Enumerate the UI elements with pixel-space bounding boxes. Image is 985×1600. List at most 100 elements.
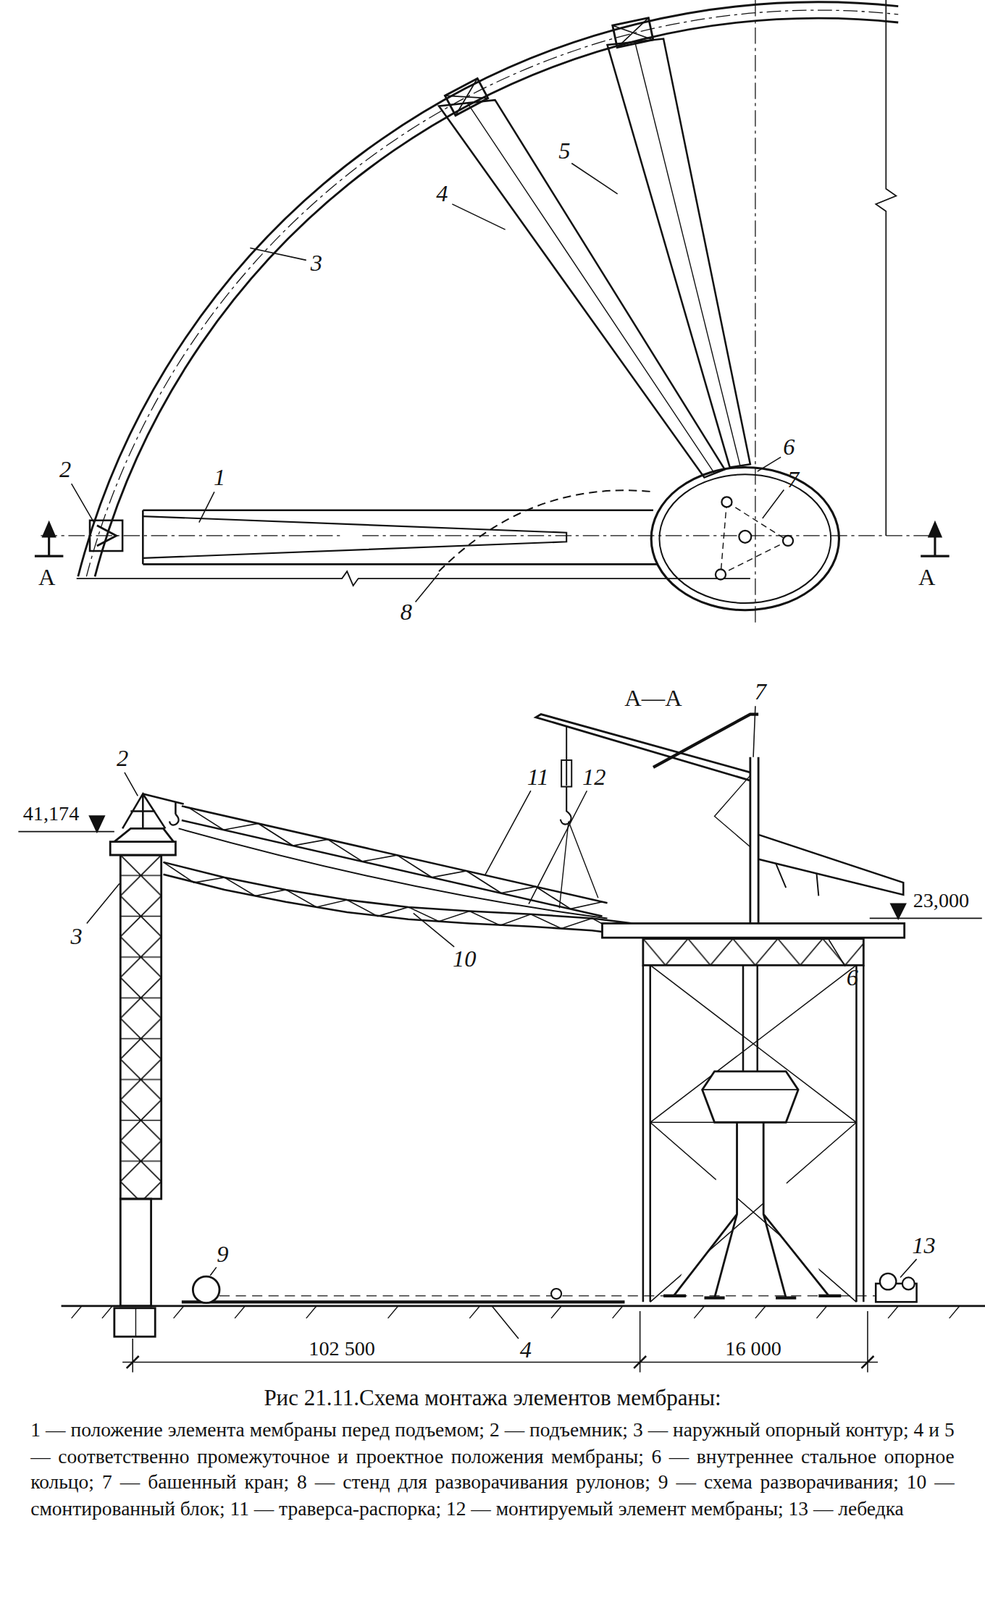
drawing-line bbox=[114, 828, 174, 842]
drawing-line bbox=[715, 569, 726, 580]
drawing-line bbox=[122, 793, 166, 829]
legend-item-text: 8 — стенд для разворачивания рулонов; bbox=[296, 1472, 651, 1495]
figure-explanation: 1 — положение элемента мембраны перед по… bbox=[30, 1417, 954, 1524]
callout-number: 10 bbox=[450, 946, 479, 972]
drawing-line bbox=[135, 1308, 137, 1337]
drawing-line bbox=[18, 831, 114, 833]
drawing-line bbox=[650, 965, 857, 1303]
drawing-line bbox=[635, 42, 741, 466]
dimension-text: A bbox=[36, 564, 58, 591]
drawing-line bbox=[86, 10, 899, 577]
drawing-line bbox=[750, 757, 759, 925]
drawing-line bbox=[775, 863, 819, 896]
drawing-line bbox=[560, 787, 572, 825]
dimension-text: 16 000 bbox=[723, 1336, 784, 1360]
drawing-line bbox=[551, 1289, 562, 1300]
drawing-line bbox=[869, 918, 983, 920]
drawing-line bbox=[120, 855, 161, 1200]
drawing-line bbox=[71, 162, 785, 602]
drawing-line bbox=[673, 1122, 829, 1298]
legend-item-text: 7 — башенный кран; bbox=[102, 1472, 289, 1495]
drawing-line bbox=[120, 1199, 151, 1307]
callout-number: 9 bbox=[214, 1241, 231, 1267]
drawing-line bbox=[928, 522, 941, 538]
callout-number: 2 bbox=[57, 457, 74, 483]
drawing-line bbox=[754, 0, 756, 626]
drawing-line bbox=[438, 490, 654, 572]
figure-caption: Рис 21.11.Схема монтажа элементов мембра… bbox=[30, 1384, 954, 1414]
drawing-line bbox=[181, 1300, 626, 1304]
drawing-line bbox=[89, 520, 123, 552]
drawing-line bbox=[181, 806, 608, 917]
legend-item-text: 3 — наружный опорный контур; bbox=[633, 1419, 909, 1442]
dimension-text: 23,000 bbox=[911, 889, 972, 912]
drawing-line bbox=[438, 99, 725, 478]
drawing-line bbox=[875, 0, 896, 536]
drawing-line bbox=[78, 2, 899, 577]
legend-item-text: 1 — положение элемента мембраны перед по… bbox=[30, 1419, 485, 1442]
callout-number: 11 bbox=[525, 764, 552, 791]
drawing-line bbox=[879, 1273, 897, 1291]
drawing-line bbox=[110, 842, 176, 856]
drawing-line bbox=[535, 714, 751, 782]
drawing-line bbox=[76, 571, 751, 586]
callout-number: 1 bbox=[211, 464, 228, 491]
legend-item-text: 13 — лебедка bbox=[788, 1498, 904, 1521]
drawing-line bbox=[89, 816, 105, 832]
callout-number: 13 bbox=[909, 1233, 938, 1259]
drawing-line bbox=[561, 760, 572, 788]
drawing-line bbox=[890, 904, 906, 920]
callout-number: 4 bbox=[433, 181, 450, 207]
callout-number: 12 bbox=[580, 764, 608, 791]
drawing-line bbox=[721, 496, 732, 507]
drawing-line bbox=[169, 814, 179, 826]
legend-item-text: 2 — подъемник; bbox=[489, 1419, 628, 1442]
drawing-line bbox=[444, 78, 488, 116]
drawing-line bbox=[651, 467, 839, 610]
drawing-line bbox=[162, 862, 623, 936]
drawing-line bbox=[643, 965, 864, 1303]
drawing-line bbox=[61, 1305, 985, 1309]
legend-item-text: 12 — монтируемый элемент мембраны; bbox=[446, 1498, 784, 1521]
drawing-line bbox=[902, 1277, 915, 1290]
callout-number: 2 bbox=[114, 745, 131, 772]
drawing-line bbox=[162, 862, 633, 925]
callout-number: 8 bbox=[398, 599, 415, 626]
drawing-line bbox=[192, 1276, 220, 1304]
callout-number: 7 bbox=[752, 679, 769, 705]
dimension-text: 102 500 bbox=[307, 1336, 378, 1360]
dimension-text: 41,174 bbox=[21, 802, 82, 825]
callout-number: 3 bbox=[308, 250, 325, 276]
callout-number: 4 bbox=[517, 1337, 534, 1364]
drawing-line bbox=[86, 706, 917, 1340]
legend-item-text: 9 — схема разворачивания; bbox=[658, 1472, 899, 1495]
drawing-line bbox=[444, 78, 488, 116]
drawing-line bbox=[94, 18, 899, 577]
callout-number: 5 bbox=[556, 138, 573, 164]
drawing-line bbox=[122, 1311, 878, 1374]
drawing-line bbox=[97, 525, 117, 547]
drawing-line bbox=[559, 822, 599, 909]
drawing-line bbox=[714, 775, 751, 848]
drawing-line bbox=[142, 793, 184, 815]
drawing-line bbox=[602, 923, 905, 938]
callout-number: 6 bbox=[780, 434, 797, 460]
legend-item-text: 11 — траверса-распорка; bbox=[229, 1498, 442, 1521]
drawing-line bbox=[142, 510, 659, 565]
drawing-line bbox=[782, 535, 794, 547]
dimension-text: A—A bbox=[622, 685, 685, 711]
drawing-line bbox=[720, 501, 788, 575]
drawing-line bbox=[607, 39, 751, 468]
drawing-line bbox=[565, 726, 568, 786]
drawing-line bbox=[612, 18, 654, 48]
callout-number: 7 bbox=[785, 467, 802, 493]
callout-number: 6 bbox=[844, 965, 861, 991]
drawing-line bbox=[612, 18, 654, 48]
drawing-line bbox=[738, 530, 752, 544]
drawing-line bbox=[702, 1089, 799, 1091]
drawing-line bbox=[743, 965, 758, 1072]
drawing-line bbox=[653, 714, 759, 768]
drawing-line bbox=[612, 18, 654, 48]
